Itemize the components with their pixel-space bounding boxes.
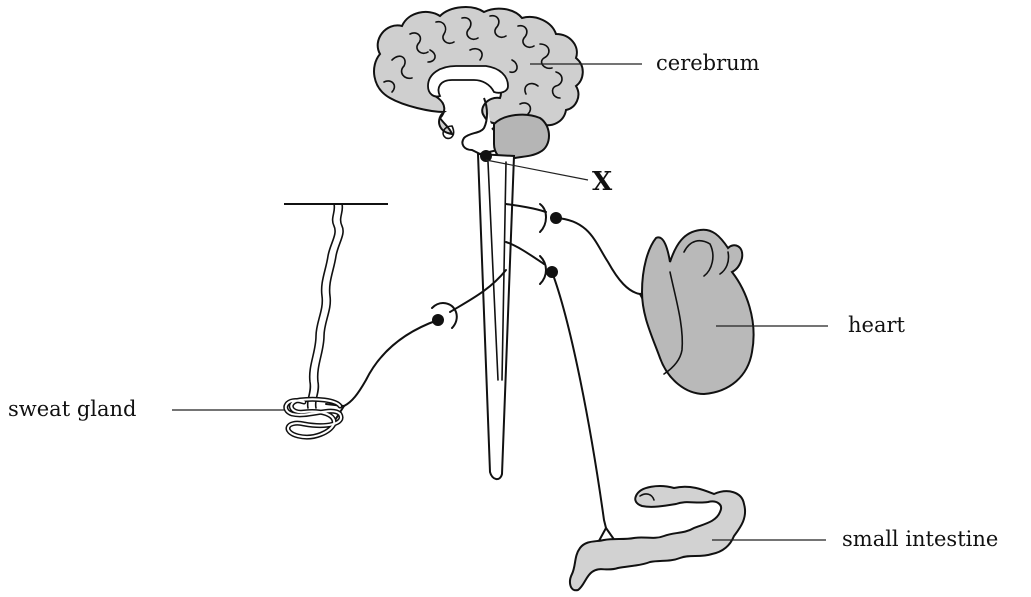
postganglionic-fiber-sweat-gland bbox=[344, 320, 438, 406]
cerebrum bbox=[374, 7, 583, 134]
spinal-cord bbox=[478, 154, 514, 479]
small-intestine-outline bbox=[570, 486, 745, 590]
sweat-duct bbox=[308, 204, 344, 408]
synapse-bracket-heart bbox=[540, 204, 546, 232]
cerebellum bbox=[494, 115, 549, 161]
sweat-duct-wall-left bbox=[308, 204, 336, 408]
label-cerebrum: cerebrum bbox=[656, 51, 760, 75]
label-heart: heart bbox=[848, 313, 906, 337]
cerebrum-inner-cavity bbox=[428, 66, 508, 97]
sweat-duct-wall-right bbox=[316, 204, 344, 408]
heart-outline bbox=[642, 230, 754, 394]
heart bbox=[642, 230, 754, 394]
spinal-cord-outline bbox=[478, 154, 514, 479]
heart-nerve-pathway bbox=[506, 204, 665, 320]
intestine-nerve-pathway bbox=[506, 242, 624, 554]
preganglionic-fiber-intestine bbox=[506, 242, 544, 264]
postganglionic-fiber-heart bbox=[556, 218, 640, 294]
label-small-intestine: small intestine bbox=[842, 527, 998, 551]
label-sweat-gland: sweat gland bbox=[8, 397, 136, 421]
small-intestine bbox=[570, 486, 745, 590]
sweat-gland-nerve-pathway bbox=[326, 270, 506, 428]
postganglionic-fiber-intestine bbox=[552, 272, 606, 528]
synapse-bracket-intestine bbox=[540, 256, 546, 284]
label-x: X bbox=[592, 167, 613, 197]
